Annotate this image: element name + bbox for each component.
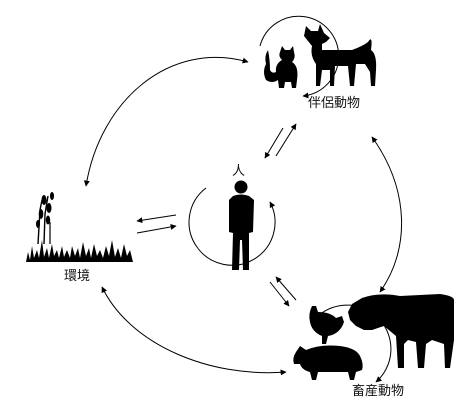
label-human: 人 [232, 160, 245, 179]
label-environment: 環境 [64, 265, 90, 284]
plants-grass-icon [26, 192, 133, 262]
arrows-human-companion [265, 124, 296, 158]
arrow-companion-livestock [372, 137, 402, 292]
arrow-environment-livestock [102, 287, 286, 373]
arrows-human-environment [137, 215, 176, 233]
label-companion-animals: 伴侶動物 [308, 92, 360, 111]
person-silhouette-icon [229, 181, 254, 271]
dog-and-cat-icon [264, 24, 376, 88]
label-livestock-animals: 畜産動物 [352, 380, 404, 399]
arrow-companion-environment [86, 57, 248, 186]
cow-pig-chicken-icon [293, 294, 454, 380]
arrows-human-livestock [270, 277, 296, 306]
